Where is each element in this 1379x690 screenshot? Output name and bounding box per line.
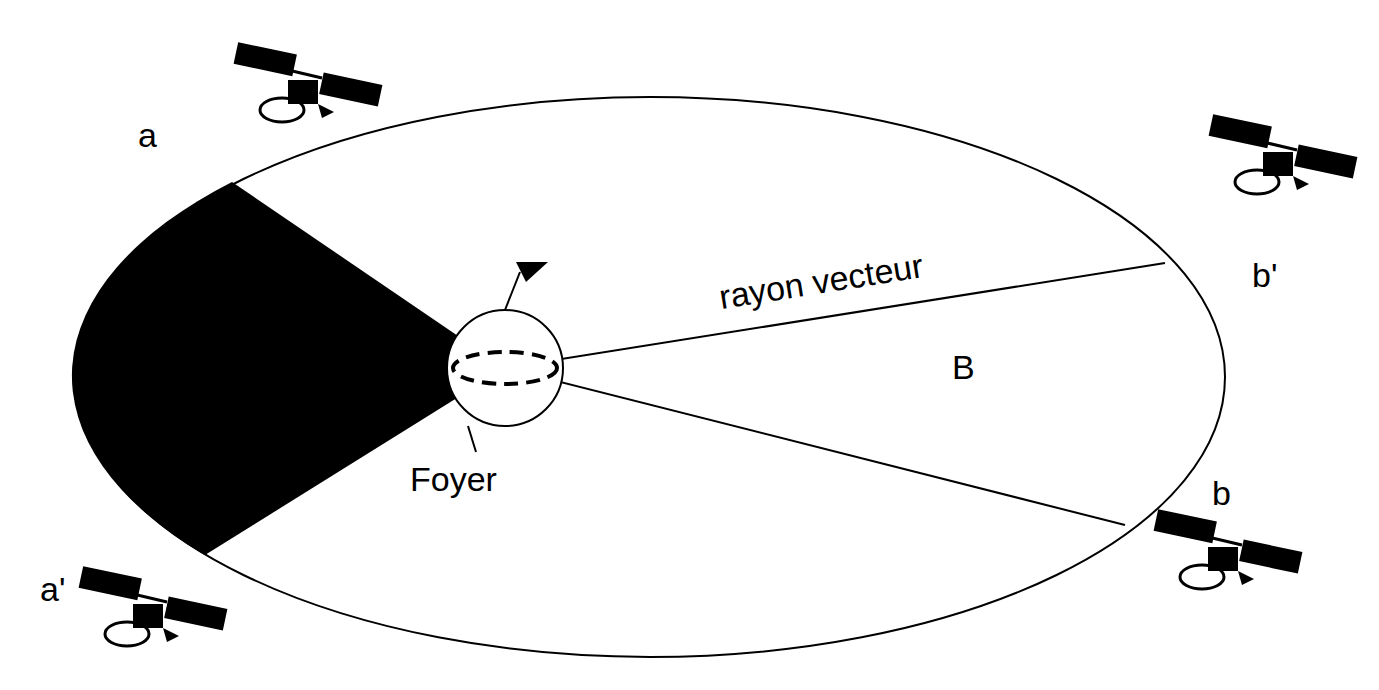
point-label: a' xyxy=(40,572,65,606)
earth-focus xyxy=(447,310,563,426)
focus-label: Foyer xyxy=(410,462,497,496)
satellite-icon xyxy=(1154,509,1303,589)
axis-arrow xyxy=(516,262,548,282)
swept-area-a xyxy=(72,182,505,555)
point-label: b' xyxy=(1252,258,1277,292)
leader-line xyxy=(468,426,476,452)
satellite-icon xyxy=(234,42,383,122)
area-label: B xyxy=(952,350,975,384)
vector-label: rayon vecteur xyxy=(717,248,926,314)
point-label: b xyxy=(1212,476,1231,510)
satellite-icon xyxy=(1209,114,1358,194)
point-label: a xyxy=(138,118,157,152)
earth-axis xyxy=(505,272,520,310)
earth-rotation xyxy=(453,352,557,384)
radius-vector-b xyxy=(505,368,1125,525)
satellite-icon xyxy=(79,566,228,646)
